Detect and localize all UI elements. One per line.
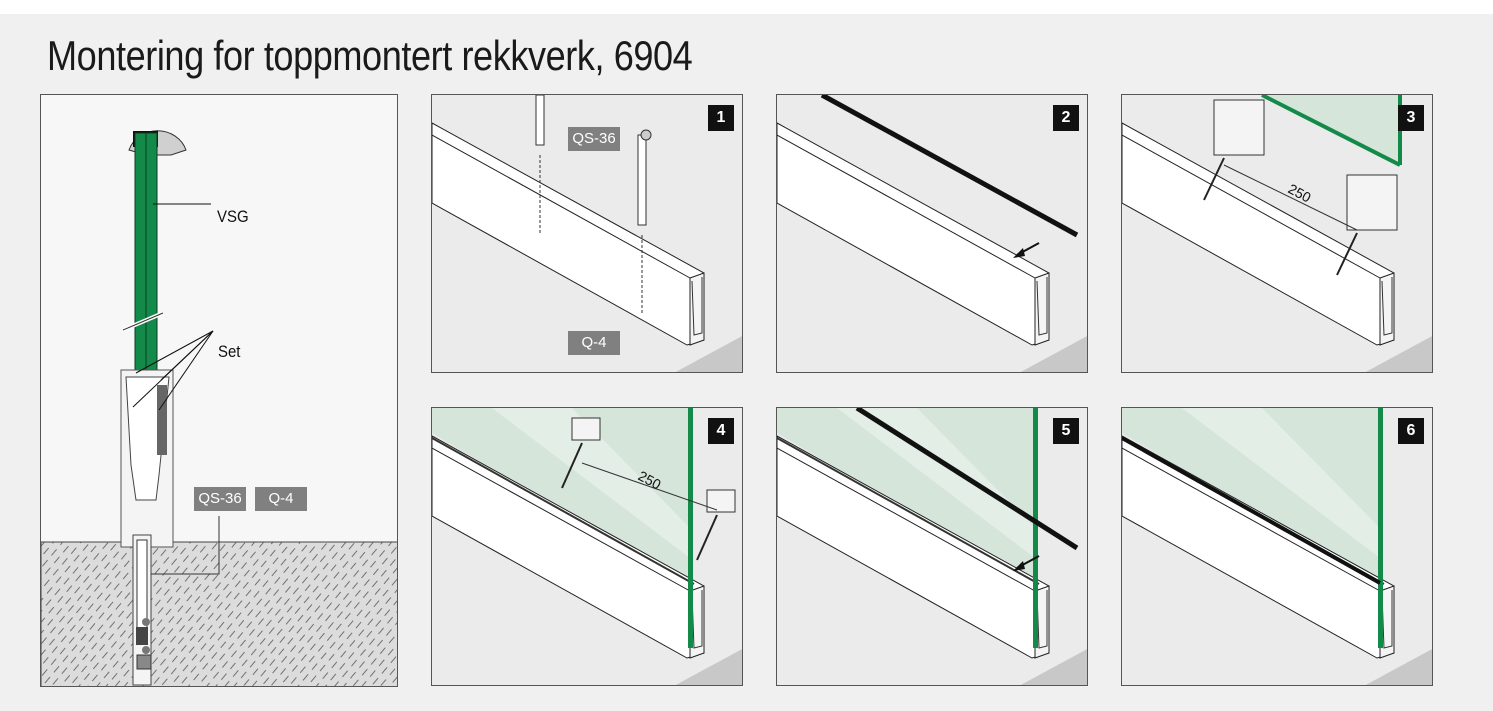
tag-leader-line — [151, 516, 220, 575]
step-number: 3 — [1398, 105, 1424, 131]
section-drawing — [41, 130, 397, 686]
glass-bottom-edge — [777, 437, 1040, 585]
floor — [1365, 649, 1432, 685]
step-5-panel: 5 — [776, 407, 1088, 686]
step-illustration — [1122, 95, 1432, 372]
dimension-line — [1223, 164, 1358, 231]
dimension-line — [581, 462, 718, 511]
glass-pane — [1122, 408, 1380, 586]
gasket-strip — [855, 408, 1079, 551]
glass-reflection — [492, 408, 690, 558]
step-illustration — [432, 408, 742, 685]
placement-arrow — [1203, 157, 1225, 201]
anchor-screw — [535, 95, 545, 146]
anchor-detail — [142, 618, 150, 626]
tag-qs36: QS-36 — [194, 487, 246, 511]
glass-reflection — [1182, 408, 1380, 558]
vsg-label: VSG — [217, 207, 249, 226]
step-number: 4 — [708, 418, 734, 444]
anchor-detail — [142, 646, 150, 654]
rail-channel — [1381, 277, 1393, 336]
tag-qs36: QS-36 — [568, 127, 620, 151]
setting-block — [1346, 174, 1398, 231]
installed-gasket — [1122, 436, 1381, 585]
floor — [1020, 649, 1087, 685]
step-illustration — [1122, 408, 1432, 685]
arrow-head — [1013, 248, 1025, 258]
glass-pane — [432, 408, 690, 586]
glass-edge — [1033, 408, 1038, 648]
glass-edge — [1261, 95, 1401, 167]
screw-head — [640, 129, 652, 141]
step-number: 2 — [1053, 105, 1079, 131]
anchor-tip — [136, 654, 152, 670]
rail-lip — [777, 447, 1036, 592]
base-profile-rail — [777, 122, 1050, 346]
step-6-panel: 6 — [1121, 407, 1433, 686]
setting-block — [706, 489, 736, 513]
step-number: 1 — [708, 105, 734, 131]
base-profile-rail — [1122, 122, 1395, 346]
glass-pane — [777, 408, 1035, 586]
anchor-sleeve — [136, 627, 148, 645]
base-profile-rail — [432, 122, 705, 346]
glass-bottom-edge — [432, 437, 695, 585]
floor — [675, 336, 742, 372]
gasket-strip — [820, 95, 1079, 238]
step-3-panel: 3 250 — [1121, 94, 1433, 373]
placement-arrow — [561, 442, 583, 489]
overview-section-panel: VSG Set QS-36 Q-4 — [40, 94, 398, 687]
glass-reflection — [837, 408, 1035, 558]
setting-block — [1213, 99, 1265, 156]
rail-lip — [777, 134, 1036, 279]
rail-channel — [1036, 277, 1048, 336]
placement-arrow — [696, 514, 718, 561]
wedge-gasket — [157, 385, 167, 455]
floor — [1020, 336, 1087, 372]
rail-lip — [1122, 134, 1381, 279]
rail-lip — [1122, 447, 1381, 592]
setting-block — [571, 417, 601, 441]
set-label: Set — [218, 342, 241, 361]
step-4-panel: 4 250 — [431, 407, 743, 686]
placement-arrow — [1336, 232, 1358, 276]
step-illustration — [777, 95, 1087, 372]
break-mark-line — [122, 312, 164, 331]
rail-channel — [691, 277, 703, 336]
rail-lip — [432, 134, 691, 279]
floor — [1365, 336, 1432, 372]
page-title: Montering for toppmontert rekkverk, 6904 — [47, 32, 693, 79]
tag-q4: Q-4 — [255, 487, 307, 511]
tag-q4: Q-4 — [568, 331, 620, 355]
step-illustration — [777, 408, 1087, 685]
step-2-panel: 2 — [776, 94, 1088, 373]
set-leader-lines — [132, 330, 214, 411]
glass-edge — [1378, 408, 1383, 648]
anchor-screw — [637, 134, 647, 226]
step-number: 6 — [1398, 418, 1424, 444]
step-1-panel: 1 QS-36 Q-4 — [431, 94, 743, 373]
glass-edge — [688, 408, 693, 648]
rail-lip — [432, 447, 691, 592]
arrow-head — [1013, 561, 1025, 571]
step-illustration — [432, 95, 742, 372]
step-number: 5 — [1053, 418, 1079, 444]
